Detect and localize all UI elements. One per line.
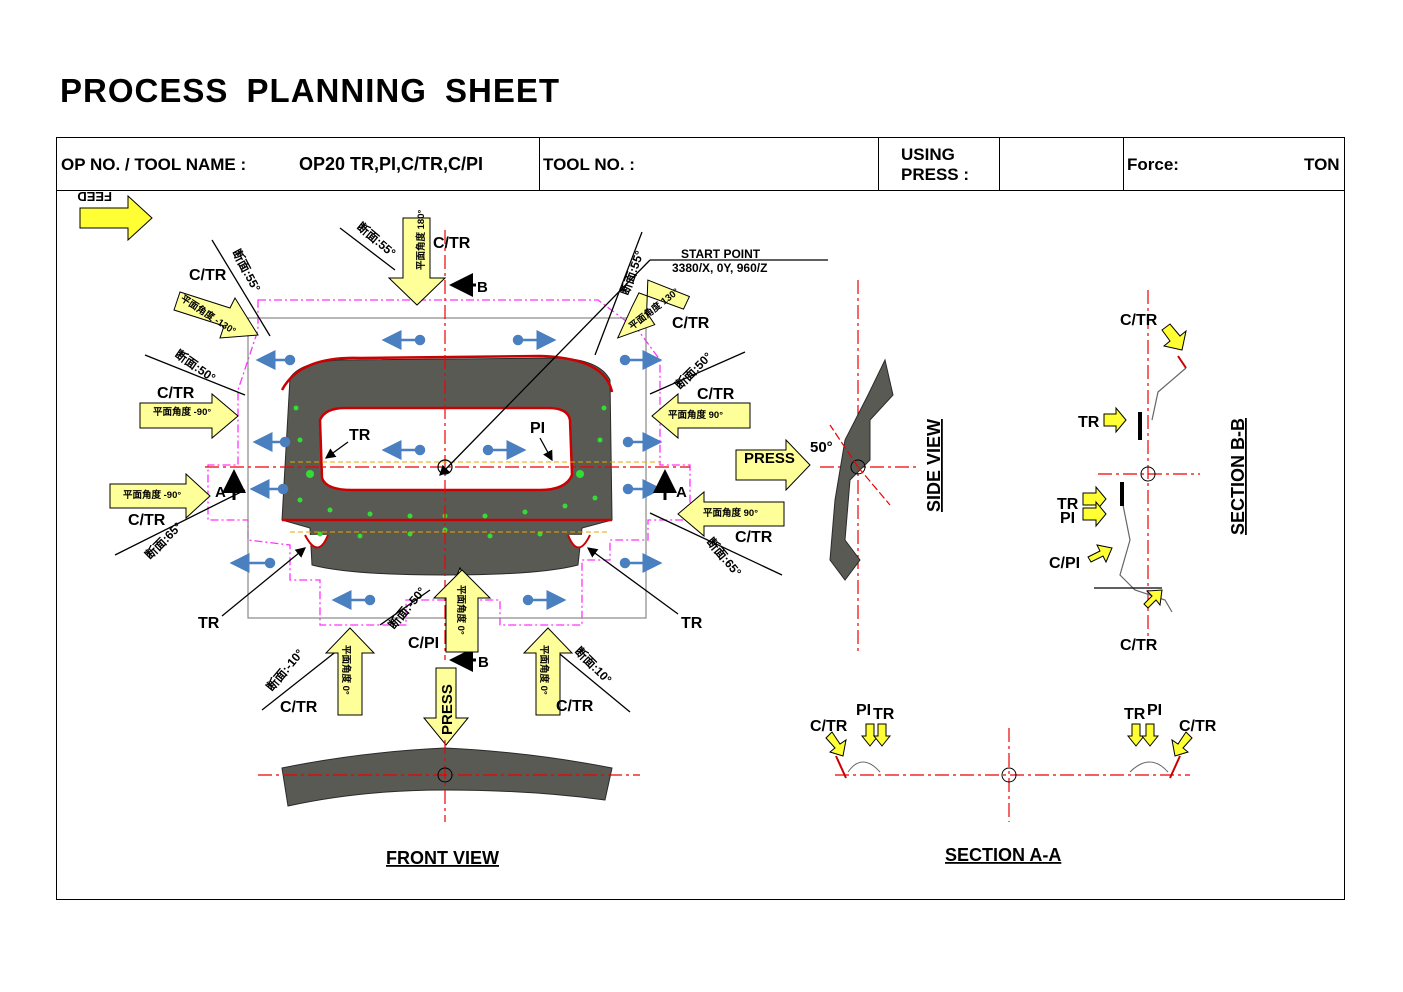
bb-pi: PI (1060, 510, 1075, 527)
header-divider (878, 137, 879, 191)
force-unit: TON (1304, 155, 1340, 174)
section-aa (835, 728, 1190, 822)
feed-arrow: FEED (77, 189, 153, 242)
front-view-caption: FRONT VIEW (386, 848, 499, 868)
start-point-coords: 3380/X, 0Y, 960/Z (672, 261, 767, 275)
aa-tr-left: TR (873, 706, 895, 723)
side-angle: 50° (810, 439, 833, 456)
page-title: PROCESS PLANNING SHEET (60, 72, 561, 109)
tr-lower-right: TR (681, 615, 703, 632)
section-bb (1094, 290, 1200, 650)
section-bb-caption: SECTION B-B (1228, 418, 1248, 535)
tool-direction-arrows (109, 217, 811, 746)
side-view (820, 280, 918, 655)
tool-no-label: TOOL NO. : (543, 155, 635, 174)
ctr-top-left: C/TR (189, 267, 227, 284)
header-row: OP NO. / TOOL NAME : OP20 TR,PI,C/TR,C/P… (56, 137, 1345, 191)
tr-inner: TR (349, 427, 371, 444)
ctr-top-right: C/TR (672, 315, 710, 332)
section-m50: 断面:-50° (385, 584, 429, 632)
angle-0-left: 平面角度 0° (340, 645, 352, 695)
side-view-caption: SIDE VIEW (924, 419, 944, 512)
using-press-label-1: USING (901, 145, 955, 164)
bb-ctr-bottom: C/TR (1120, 637, 1158, 654)
section-10: 断面:10° (572, 644, 615, 687)
press-label-side: PRESS (744, 450, 795, 467)
aa-tr-right: TR (1124, 706, 1146, 723)
angle-0-right: 平面角度 0° (538, 645, 550, 695)
press-label-front: PRESS (439, 684, 456, 735)
section-marker-b-top: B (477, 279, 488, 296)
op-value: OP20 TR,PI,C/TR,C/PI (299, 154, 484, 174)
angle-90-lower: 平面角度 90° (703, 507, 758, 519)
section-marker-a-right: A (676, 484, 687, 501)
section-marker-b-bottom: B (478, 654, 489, 671)
header-divider (999, 137, 1000, 191)
section-55-right: 断面:55° (617, 248, 647, 297)
ctr-right: C/TR (697, 386, 735, 403)
section-aa-caption: SECTION A-A (945, 845, 1061, 865)
aa-ctr-left: C/TR (810, 718, 848, 735)
angle-180: 平面角度 180° (415, 210, 427, 270)
section-m10: 断面:-10° (263, 646, 307, 694)
bb-tr: TR (1078, 414, 1100, 431)
ctr-lower-left: C/TR (128, 512, 166, 529)
feed-label: FEED (77, 189, 112, 204)
section-marker-a-left: A (215, 484, 226, 501)
section-55-left: 断面:55° (229, 246, 264, 294)
header-divider (1123, 137, 1124, 191)
op-label: OP NO. / TOOL NAME : (61, 155, 247, 174)
angle-m90-left: 平面角度 -90° (153, 406, 211, 418)
pi-inner: PI (530, 420, 545, 437)
section-50-left: 断面:50° (172, 346, 219, 385)
header-divider (539, 137, 540, 191)
part-front (280, 354, 614, 576)
aa-pi-right: PI (1147, 702, 1162, 719)
bb-ctr-top: C/TR (1120, 312, 1158, 329)
ctr-left: C/TR (157, 385, 195, 402)
blue-direction-arrows (229, 330, 663, 610)
cpi-bottom: C/PI (408, 635, 439, 652)
ctr-bottom-right: C/TR (556, 698, 594, 715)
force-label: Force: (1127, 155, 1179, 174)
sheet-frame (56, 137, 1345, 900)
ctr-top: C/TR (433, 235, 471, 252)
using-press-label-2: PRESS : (901, 165, 970, 184)
ctr-lower-right: C/TR (735, 529, 773, 546)
section-55-top: 断面:55° (354, 219, 399, 260)
bb-tr-lower: TR (1057, 496, 1079, 513)
ctr-bottom-left: C/TR (280, 699, 318, 716)
aa-ctr-right: C/TR (1179, 718, 1217, 735)
bb-cpi: C/PI (1049, 555, 1080, 572)
tr-lower-left: TR (198, 615, 220, 632)
part-elevation (258, 740, 640, 822)
angle-0-center: 平面角度 0° (455, 585, 467, 635)
angle-90-right: 平面角度 90° (668, 409, 723, 421)
start-point-label: START POINT (681, 247, 761, 261)
aa-pi-left: PI (856, 702, 871, 719)
angle-m90-lower: 平面角度 -90° (123, 489, 181, 501)
